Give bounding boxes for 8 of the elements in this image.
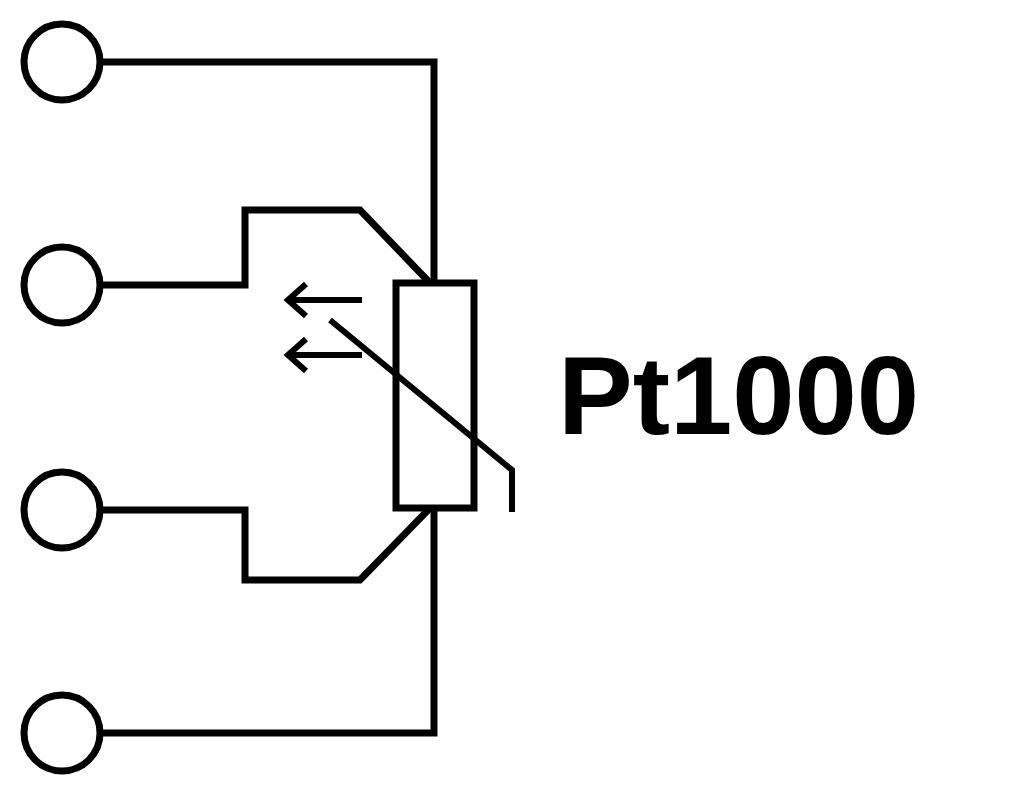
terminal-circle [20, 243, 104, 327]
component-label: Pt1000 [558, 340, 920, 452]
wire [100, 206, 433, 289]
thermistor-symbol [328, 279, 515, 512]
terminal-circle [20, 691, 104, 775]
wire [100, 505, 433, 584]
terminal-circle [20, 20, 104, 104]
terminal-circle [20, 468, 104, 552]
